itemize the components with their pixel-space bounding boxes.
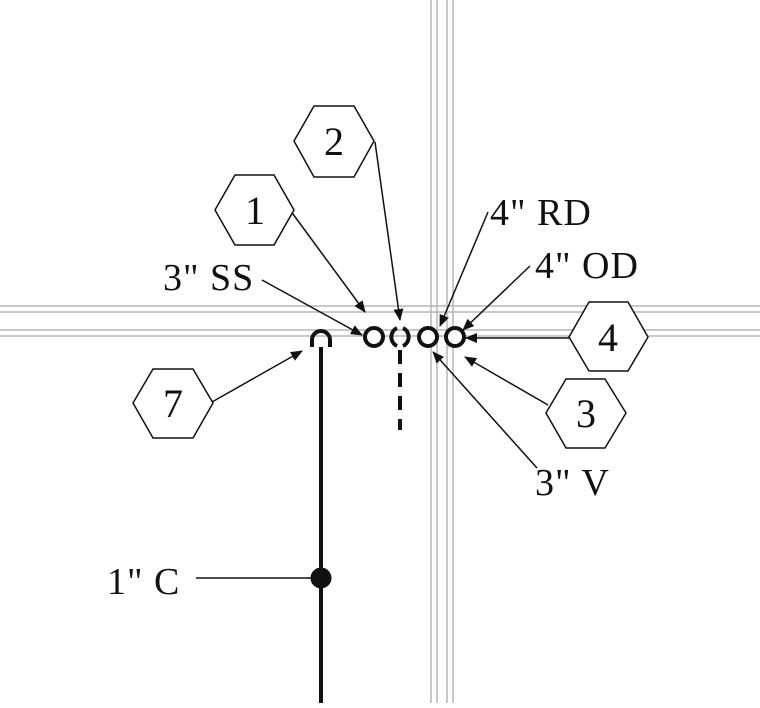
pipe-od-circle xyxy=(444,326,466,348)
pipe-rd-circle xyxy=(417,326,439,348)
pipe-label-v: 3" V xyxy=(535,462,610,504)
pipe-2-break xyxy=(389,326,411,348)
leader-1 xyxy=(289,209,366,313)
callout-hex-4: 4 xyxy=(568,301,649,372)
pipe-ss-circle xyxy=(363,326,385,348)
leader-3 xyxy=(464,356,549,406)
pipe-runs xyxy=(310,347,402,703)
pipe-label-ss: 3" SS xyxy=(163,257,254,299)
callout-label-4: 4 xyxy=(598,315,618,360)
callout-label-7: 7 xyxy=(163,381,183,426)
callout-hex-3: 3 xyxy=(545,378,627,449)
leader-v xyxy=(432,351,538,469)
leader-7 xyxy=(211,350,303,403)
leader-2 xyxy=(374,141,404,321)
pipe-label-c: 1" C xyxy=(107,561,180,603)
callout-label-3: 3 xyxy=(576,391,596,436)
callout-hex-7: 7 xyxy=(132,368,214,439)
callout-label-2: 2 xyxy=(324,119,344,164)
callout-label-1: 1 xyxy=(245,188,265,233)
pipe-junction-dot xyxy=(310,567,332,589)
pipe-label-od: 4" OD xyxy=(535,245,639,287)
pipe-7-cap xyxy=(310,329,332,347)
leader-od xyxy=(462,265,531,331)
callout-hex-1: 1 xyxy=(214,174,295,246)
callout-hex-2: 2 xyxy=(293,105,375,178)
pipe-fixtures xyxy=(310,326,466,348)
leader-rd xyxy=(439,211,489,327)
pipe-label-rd: 4" RD xyxy=(490,192,592,234)
leader-lines xyxy=(211,141,570,469)
leader-ss xyxy=(261,279,363,336)
